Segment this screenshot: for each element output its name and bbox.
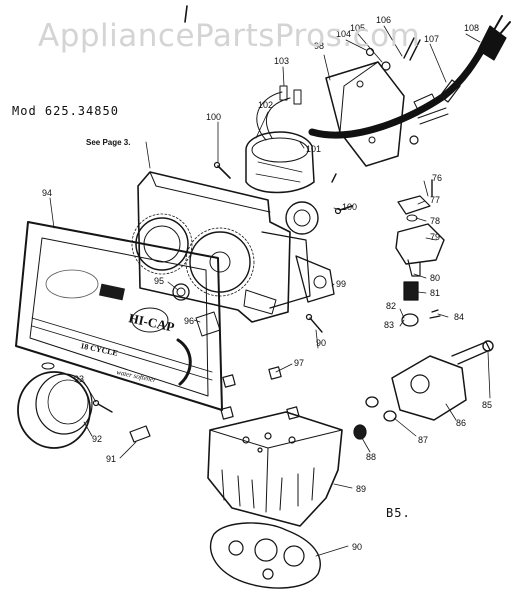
label-85: 85 [482,400,492,410]
label-83: 83 [384,320,394,330]
label-86: 86 [456,418,466,428]
label-92: 92 [92,434,102,444]
valve-body-89 [207,366,343,527]
hardware-screws [92,161,433,443]
gasket-90 [209,522,321,589]
label-95: 95 [154,276,164,286]
label-90b: 90 [316,338,326,348]
label-88: 88 [366,452,376,462]
label-108: 108 [464,23,479,33]
power-cord-107 [308,15,511,139]
label-82: 82 [386,301,396,311]
panel-line1: 18 CYCLE [80,341,119,358]
label-93: 93 [74,374,84,384]
label-76: 76 [432,173,442,183]
label-98: 98 [314,41,324,51]
label-103: 103 [274,56,289,66]
valve-assembly-right [353,195,494,440]
top-tick [184,5,188,23]
watermark: AppliancePartsPros.com [38,18,421,54]
label-100b: 100 [342,202,357,212]
label-94: 94 [42,188,52,198]
timer-housing [131,171,335,323]
knob-92 [17,362,93,449]
part-number-labels: 76 77 78 79 80 81 82 83 84 85 86 87 88 8… [42,15,492,552]
label-81: 81 [430,288,440,298]
label-105: 105 [350,23,365,33]
label-80: 80 [430,273,440,283]
label-102: 102 [258,100,273,110]
label-87: 87 [418,435,428,445]
see-page-note: See Page 3. [86,138,131,147]
label-78: 78 [430,216,440,226]
label-91: 91 [106,454,116,464]
motor-102 [245,85,315,194]
model-label: Mod 625.34850 [12,104,119,118]
label-106: 106 [376,15,391,25]
label-77: 77 [430,195,440,205]
page-ref: B5. [386,506,411,520]
label-90: 90 [352,542,362,552]
label-107: 107 [424,34,439,44]
label-89: 89 [356,484,366,494]
panel-brand: HI-CAP [127,310,175,334]
label-100: 100 [206,112,221,122]
label-96: 96 [184,316,194,326]
label-99: 99 [336,279,346,289]
leader-lines [49,25,491,557]
label-79: 79 [430,232,440,242]
panel-line2: water softener [116,368,157,384]
label-101: 101 [306,144,321,154]
label-104: 104 [336,29,351,39]
label-97: 97 [294,358,304,368]
label-84: 84 [454,312,464,322]
